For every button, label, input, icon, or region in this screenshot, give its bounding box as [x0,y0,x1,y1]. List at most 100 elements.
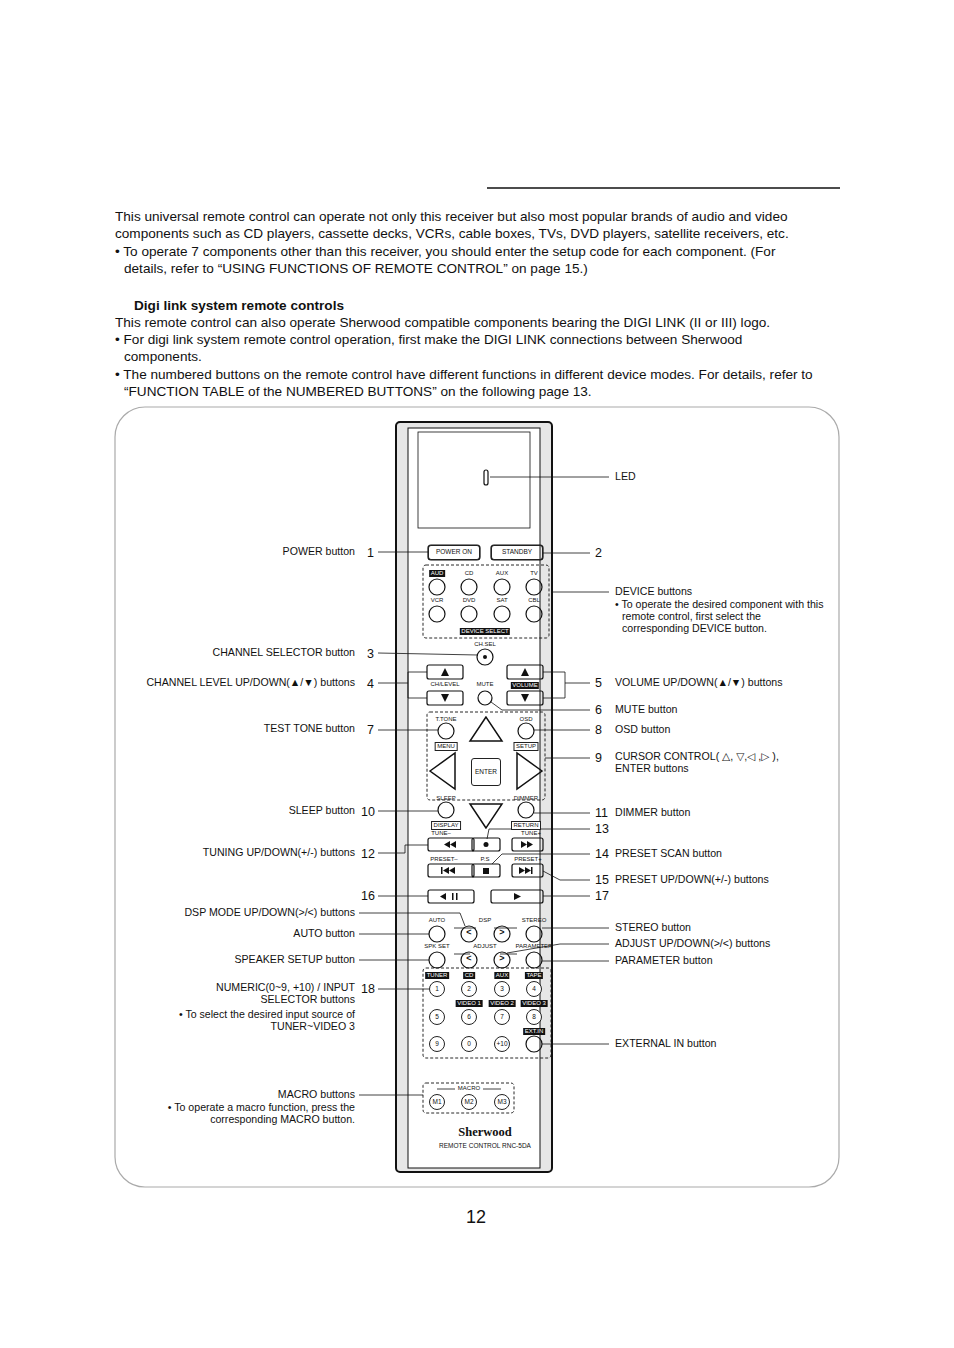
body-text: • To operate 7 components other than thi… [115,244,815,277]
button-text: 5 [435,1014,439,1021]
label-text: SPK SET [424,943,449,950]
label-text: VIDEO 2 [489,1000,516,1007]
callout-number: 15 [595,873,609,888]
label-text: TUNE– [431,830,451,837]
frame [115,407,839,1187]
label-text: AUX [496,570,508,577]
label-text: > [499,928,504,938]
label-text: CBL [528,597,540,604]
leader-lines [359,477,609,1095]
callout-number: 17 [595,889,609,904]
round-button: 7 [494,1009,510,1025]
label-text: DEVICE buttons [615,586,692,598]
round-button: M2 [461,1094,477,1110]
round-button: 1 [429,981,445,997]
rect-buttons [427,665,543,903]
callout-number: 11 [595,806,608,821]
label-text: VCR [431,597,444,604]
label-text: SETUP [513,742,538,751]
callout-number: 12 [361,847,375,862]
callout-number: 14 [595,847,609,862]
round-button: +10 [494,1036,510,1052]
round-button: M3 [494,1094,510,1110]
button-text: ENTER [475,769,497,776]
rect-button: POWER ON [428,545,480,560]
body-text: Digi link system remote controls [134,298,344,315]
body-text: This remote control can also operate She… [115,315,850,332]
button-text: STANDBY [502,549,532,556]
button-text: 2 [467,986,471,993]
button-text: +10 [496,1041,507,1048]
button-text: 4 [532,986,536,993]
label-text: MENU [435,742,458,751]
label-text: POWER button [283,546,355,558]
label-text: MACRO [458,1085,480,1092]
label-text: VOLUME [511,682,539,689]
label-text: RETURN [511,821,541,830]
label-text: OSD [519,716,532,723]
label-text: CHANNEL LEVEL UP/DOWN(▲/▼) buttons [146,677,355,689]
round-button: M1 [429,1094,445,1110]
button-text: 1 [435,986,439,993]
round-button: 5 [429,1009,445,1025]
label-text: PARAMETER [516,943,553,950]
remote-window [418,432,530,528]
button-text: M2 [464,1099,473,1106]
label-text: MUTE [477,681,494,688]
callout-number: 10 [361,805,375,820]
callout-number: 16 [361,889,375,904]
callout-number: 5 [595,676,602,691]
label-text: PRESET– [430,856,457,863]
label-text: MUTE button [615,704,677,716]
label-text: AUTO button [293,928,355,940]
label-text: MACRO buttons [278,1089,355,1101]
label-text: PARAMETER button [615,955,713,967]
rect-button: STANDBY [491,545,543,560]
label-text: AUTO [429,917,446,924]
label-text: SLEEP [436,795,455,802]
button-text: 6 [467,1014,471,1021]
callout-number: 13 [595,822,609,837]
label-text: CHANNEL SELECTOR button [213,647,355,659]
label-text: < [466,928,471,938]
round-button: 3 [494,981,510,997]
label-text: > [499,954,504,964]
label-text: DEVICE SELECT [460,628,510,635]
label-text: DVD [463,597,476,604]
remote-face [408,428,540,1168]
callout-number: 18 [361,982,375,997]
label-text: T.TONE [435,716,456,723]
label-text: REMOTE CONTROL RNC-5DA [439,1142,531,1149]
label-text: • To operate a macro function, press the… [140,1102,355,1126]
callout-number: 2 [595,546,602,561]
label-text: CD [465,570,474,577]
button-text: M3 [497,1099,506,1106]
label-text: PRESET SCAN button [615,848,722,860]
button-symbols [440,655,533,900]
button-text: POWER ON [436,549,472,556]
label-text: SLEEP button [289,805,355,817]
button-text: 0 [467,1041,471,1048]
power-button [428,545,480,560]
callout-number: 1 [367,546,374,561]
label-text: CD [463,972,475,979]
label-text: STEREO [522,917,547,924]
callout-number: 7 [367,723,374,738]
label-text: TUNER [425,972,449,979]
button-text: M1 [432,1099,441,1106]
label-text: DISPLAY [431,821,461,830]
label-text: P.S [481,856,490,863]
round-button: 2 [461,981,477,997]
header-rule [487,187,840,188]
standby-button [491,545,543,560]
callout-number: 4 [367,677,374,692]
round-button: 8 [526,1009,542,1025]
round-buttons [429,579,542,1052]
label-text: OSD button [615,724,670,736]
button-text: 8 [532,1014,536,1021]
label-text: SAT [496,597,507,604]
round-button: 0 [461,1036,477,1052]
rect-button: ENTER [471,758,501,786]
round-button: 9 [429,1036,445,1052]
label-text: DIMMER [514,795,538,802]
